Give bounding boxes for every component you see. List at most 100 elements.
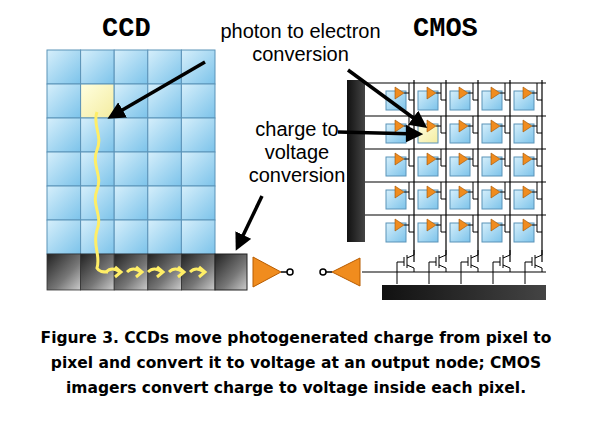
shift-register-cell: [148, 254, 182, 290]
column-wire: [477, 80, 478, 262]
pixel-amplifier: [459, 153, 468, 165]
pixel-amplifier: [427, 153, 436, 165]
ccd-pixel: [114, 50, 148, 84]
row-wire: [365, 181, 546, 182]
column-readout-bar: [382, 285, 546, 300]
ccd-pixel: [181, 152, 215, 186]
ccd-pixel: [47, 84, 81, 118]
pixel-wire: [468, 149, 478, 166]
pixel-wire: [404, 149, 414, 166]
output-node: [215, 254, 247, 290]
pixel-amplifier: [427, 87, 436, 99]
column-wire: [509, 80, 510, 262]
ccd-pixel: [148, 186, 182, 220]
row-wire: [365, 82, 546, 83]
pixel-wire: [532, 182, 542, 199]
output-terminal: [320, 269, 326, 275]
column-amplifiers: [397, 250, 542, 284]
transfer-chevron: [106, 267, 121, 277]
pixel-amplifier: [523, 186, 532, 198]
ccd-pixel: [148, 118, 182, 152]
pixel-wire: [468, 182, 478, 199]
transfer-chevron: [127, 267, 142, 277]
ccd-pixel: [181, 118, 215, 152]
callout-text: photon to electron conversion: [198, 20, 403, 66]
ccd-pixel: [81, 50, 115, 84]
pixel-wire: [532, 215, 542, 232]
wire: [326, 271, 332, 273]
amplifier-symbol: [253, 257, 281, 287]
transfer-chevron: [169, 267, 184, 277]
pixel-wire: [436, 83, 446, 100]
cmos-pixel-array: [365, 80, 546, 262]
row-wire: [365, 214, 546, 215]
ccd-pixel: [148, 84, 182, 118]
leader-arrows: [112, 62, 423, 246]
pixel-wire: [500, 83, 510, 100]
pixel-amplifier: [459, 186, 468, 198]
pixel-wire: [500, 116, 510, 133]
pixel-amplifier: [395, 120, 404, 132]
row-select-bar: [347, 80, 365, 242]
pixel-amplifier: [523, 87, 532, 99]
column-wire: [445, 80, 446, 262]
pixel-wire: [436, 116, 446, 133]
ccd-pixel: [47, 50, 81, 84]
ccd-pixel: [114, 220, 148, 254]
column-wire: [541, 80, 542, 262]
transfer-chevron: [148, 267, 163, 277]
pixel-amplifier: [459, 87, 468, 99]
leader-arrow: [338, 132, 418, 134]
sensor-title: CCD: [102, 14, 151, 44]
row-wire: [365, 115, 546, 116]
pixel-amplifier: [395, 219, 404, 231]
pixel-amplifier: [491, 186, 500, 198]
callout-text: charge to voltage conversion: [236, 118, 358, 187]
ccd-pixel: [47, 186, 81, 220]
wire: [362, 271, 546, 272]
ccd-pixel-array: [47, 50, 215, 290]
pixel-amplifier: [491, 153, 500, 165]
column-transistor: [429, 250, 446, 284]
pixel-wire: [532, 149, 542, 166]
shift-register-cell: [47, 254, 81, 290]
pixel-amplifier: [491, 219, 500, 231]
leader-arrow: [112, 62, 205, 116]
pixel-wire: [436, 215, 446, 232]
pixel-amplifier: [491, 120, 500, 132]
pixel-wire: [500, 215, 510, 232]
sensor-title: CMOS: [413, 14, 478, 44]
ccd-pixel: [148, 152, 182, 186]
wire: [281, 271, 287, 273]
pixel-wire: [532, 116, 542, 133]
pixel-amplifier: [427, 219, 436, 231]
column-transistor: [397, 250, 414, 284]
column-transistor: [461, 250, 478, 284]
shift-register-cell: [181, 254, 215, 290]
ccd-pixel: [114, 152, 148, 186]
ccd-pixel: [47, 152, 81, 186]
amplifier-symbol: [332, 258, 360, 286]
ccd-pixel: [114, 186, 148, 220]
pixel-amplifier: [395, 87, 404, 99]
row-wire: [365, 148, 546, 149]
pixel-amplifier: [395, 186, 404, 198]
pixel-wire: [404, 215, 414, 232]
pixel-amplifier: [395, 153, 404, 165]
pixel-wire: [404, 83, 414, 100]
ccd-pixel: [47, 220, 81, 254]
pixel-wire: [500, 149, 510, 166]
ccd-pixel: [181, 186, 215, 220]
pixel-amplifier: [459, 219, 468, 231]
pixel-amplifier: [459, 120, 468, 132]
pixel-wire: [532, 83, 542, 100]
pixel-wire: [404, 182, 414, 199]
transfer-chevron: [190, 267, 205, 277]
pixel-wire: [436, 182, 446, 199]
ccd-pixel: [181, 220, 215, 254]
column-wire: [413, 80, 414, 262]
pixel-amplifier: [427, 186, 436, 198]
leader-arrow: [348, 70, 423, 125]
ccd-pixel: [47, 118, 81, 152]
column-transistor: [525, 250, 542, 284]
